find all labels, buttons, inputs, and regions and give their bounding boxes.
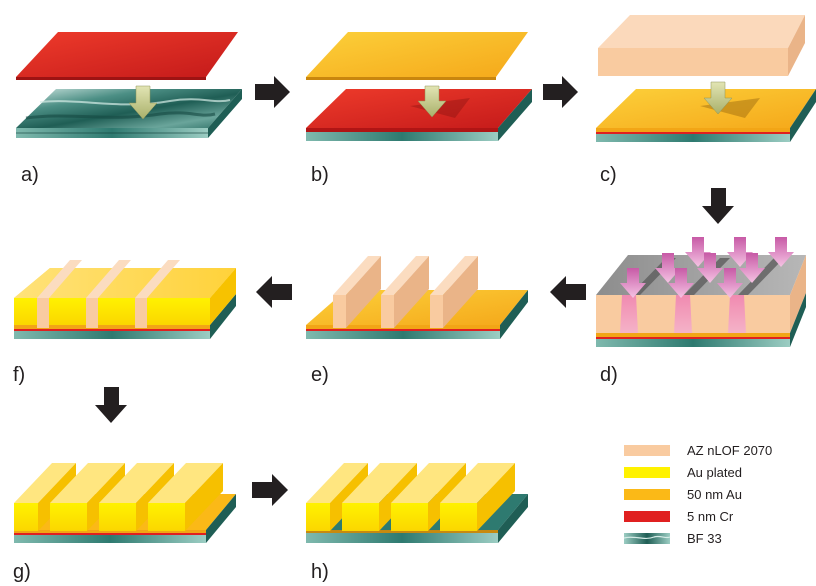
panel-b-au-deposition <box>306 32 532 141</box>
legend-label-photoresist: AZ nLOF 2070 <box>687 443 773 458</box>
legend-label-glass-substrate: BF 33 <box>687 531 722 546</box>
step-label-c: c) <box>600 164 617 186</box>
step-label-h: h) <box>311 561 329 583</box>
plated-gold-line <box>148 463 223 531</box>
uv-arrow-icon <box>717 268 743 298</box>
resist-ridge <box>430 256 478 328</box>
gold-chromium-glass-stack <box>596 89 816 142</box>
photoresist-block-floating <box>598 15 805 76</box>
chromium-swatch <box>624 511 670 522</box>
uv-exposure-arrows <box>620 237 794 298</box>
uv-arrow-icon <box>697 253 723 283</box>
resist-ridge <box>37 260 82 328</box>
resist-ridge <box>381 256 429 328</box>
photoresist-swatch <box>624 445 670 456</box>
resist-ridge <box>86 260 131 328</box>
panel-a-cr-deposition <box>16 32 242 138</box>
process-arrow-down-icon <box>95 387 127 423</box>
step-label-d: d) <box>600 364 618 386</box>
legend-label-plated-gold: Au plated <box>687 465 742 480</box>
panel-g-resist-strip <box>14 463 236 543</box>
resist-ridge <box>333 256 381 328</box>
uv-arrow-icon <box>739 253 765 283</box>
panel-c-resist-coating <box>596 15 816 142</box>
panel-h-etched-electrodes <box>306 463 528 543</box>
panel-f-au-plating <box>14 260 236 339</box>
gold-film-swatch <box>624 489 670 500</box>
legend-label-gold-film: 50 nm Au <box>687 487 742 502</box>
step-label-a: a) <box>21 164 39 186</box>
placement-arrow-icon <box>417 85 447 118</box>
process-arrow-right-icon <box>252 474 288 506</box>
step-label-f: f) <box>13 364 26 386</box>
step-label-b: b) <box>311 164 329 186</box>
process-arrow-left-icon <box>550 276 586 308</box>
step-label-g: g) <box>13 561 31 583</box>
resist-ridge <box>135 260 180 328</box>
process-arrow-down-icon <box>702 188 734 224</box>
process-arrow-left-icon <box>256 276 292 308</box>
plated-gold-swatch <box>624 467 670 478</box>
uv-arrow-icon <box>768 237 794 267</box>
process-arrow-right-icon <box>255 76 290 108</box>
glass-substrate-swatch <box>623 533 671 544</box>
chromium-layer-floating-edge <box>16 77 206 80</box>
legend <box>623 445 671 544</box>
uv-arrow-icon <box>655 253 681 283</box>
panel-e-developed-resist <box>306 256 528 339</box>
uv-arrow-icon <box>668 268 694 298</box>
chromium-on-glass-stack <box>306 89 532 141</box>
chromium-layer-floating <box>16 32 238 77</box>
plated-gold-line <box>440 463 515 531</box>
plated-gold-fill <box>14 268 236 325</box>
gold-film-floating <box>306 32 528 77</box>
panel-d-uv-exposure <box>596 237 806 347</box>
uv-arrow-icon <box>620 268 646 298</box>
glass-substrate <box>16 89 242 138</box>
exposed-resist-columns <box>620 295 746 333</box>
placement-arrow-icon <box>128 85 158 120</box>
placement-arrow-icon <box>703 81 733 115</box>
process-arrow-right-icon <box>543 76 578 108</box>
step-label-e: e) <box>311 364 329 386</box>
legend-label-chromium: 5 nm Cr <box>687 509 734 524</box>
